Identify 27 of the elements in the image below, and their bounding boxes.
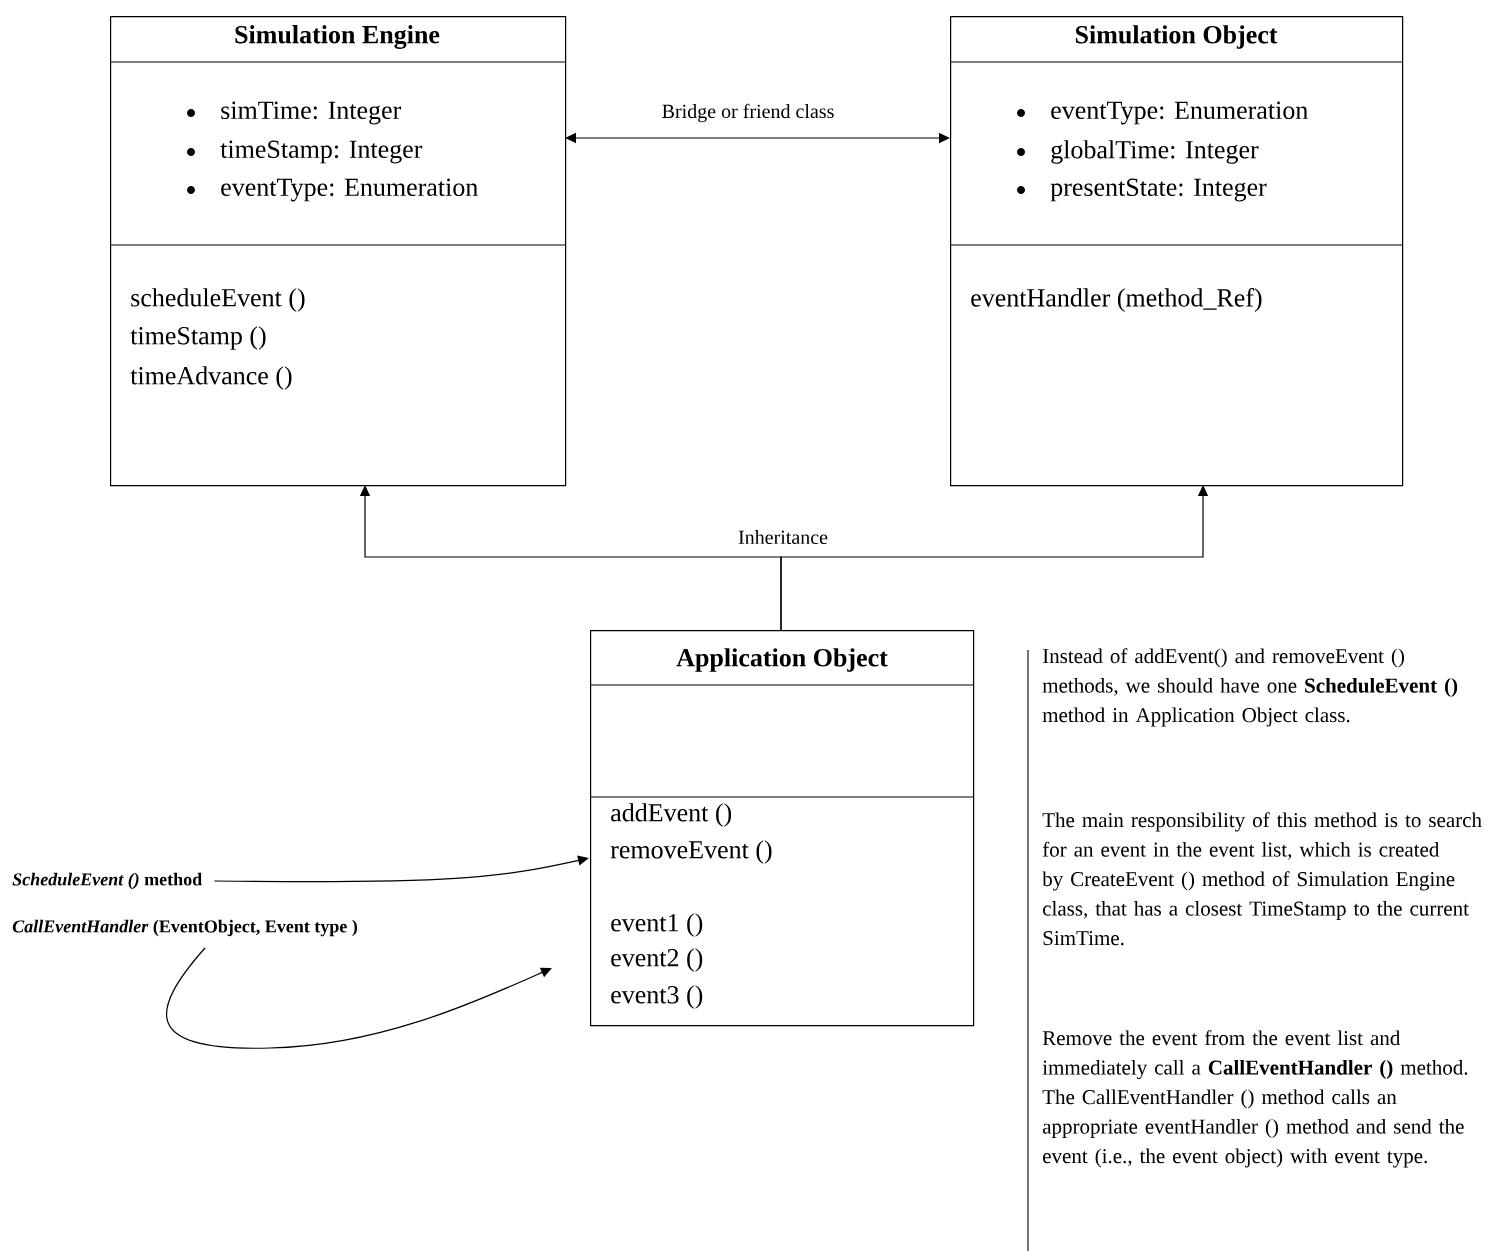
method: eventHandler (method_Ref) [971, 288, 1262, 312]
class-name: Application Object [676, 648, 888, 672]
method: addEvent () [611, 803, 732, 827]
attribute: eventType: Enumeration [187, 178, 478, 202]
attribute: eventType: Enumeration [1017, 101, 1308, 125]
method: timeStamp () [130, 326, 266, 350]
method: scheduleEvent () [131, 288, 305, 312]
attribute: simTime: Integer [187, 101, 402, 125]
class-name: Simulation Engine [235, 25, 440, 49]
note-text: Remove the event from the event list and immediately call a CallEventHandler () method. The CallEventHandler () method calls an appropriate eventHandler () method and send the event (i.e., the event object) with event type. [1042, 1030, 1468, 1168]
attribute: presentState: Integer [1017, 178, 1267, 202]
note-text: The main responsibility of this method is to search for an event in the event list, which is created by CreateEvent () method of Simulation Engine class, that has a closest TimeStamp to the current SimTime. [1042, 812, 1482, 946]
class-name: Simulation Object [1075, 25, 1278, 49]
attribute: globalTime: Integer [1017, 140, 1259, 164]
callout-text: CallEventHandler (EventObject, Event type ) [12, 919, 357, 937]
method: event2 () [611, 948, 703, 972]
method: removeEvent () [610, 840, 772, 864]
attribute: timeStamp: Integer [187, 140, 423, 164]
edge-label: Bridge or friend class [659, 101, 837, 125]
arrow [565, 132, 950, 144]
method: timeAdvance () [130, 366, 292, 390]
edge-label: Inheritance [736, 527, 830, 547]
callout-text: ScheduleEvent () method [12, 872, 202, 890]
arrow [165, 947, 552, 1049]
method: event3 () [611, 985, 703, 1009]
method: event1 () [611, 913, 703, 937]
note-text: Instead of addEvent() and removeEvent () methods, we should have one ScheduleEvent () method in Application Object class. [1042, 648, 1458, 727]
